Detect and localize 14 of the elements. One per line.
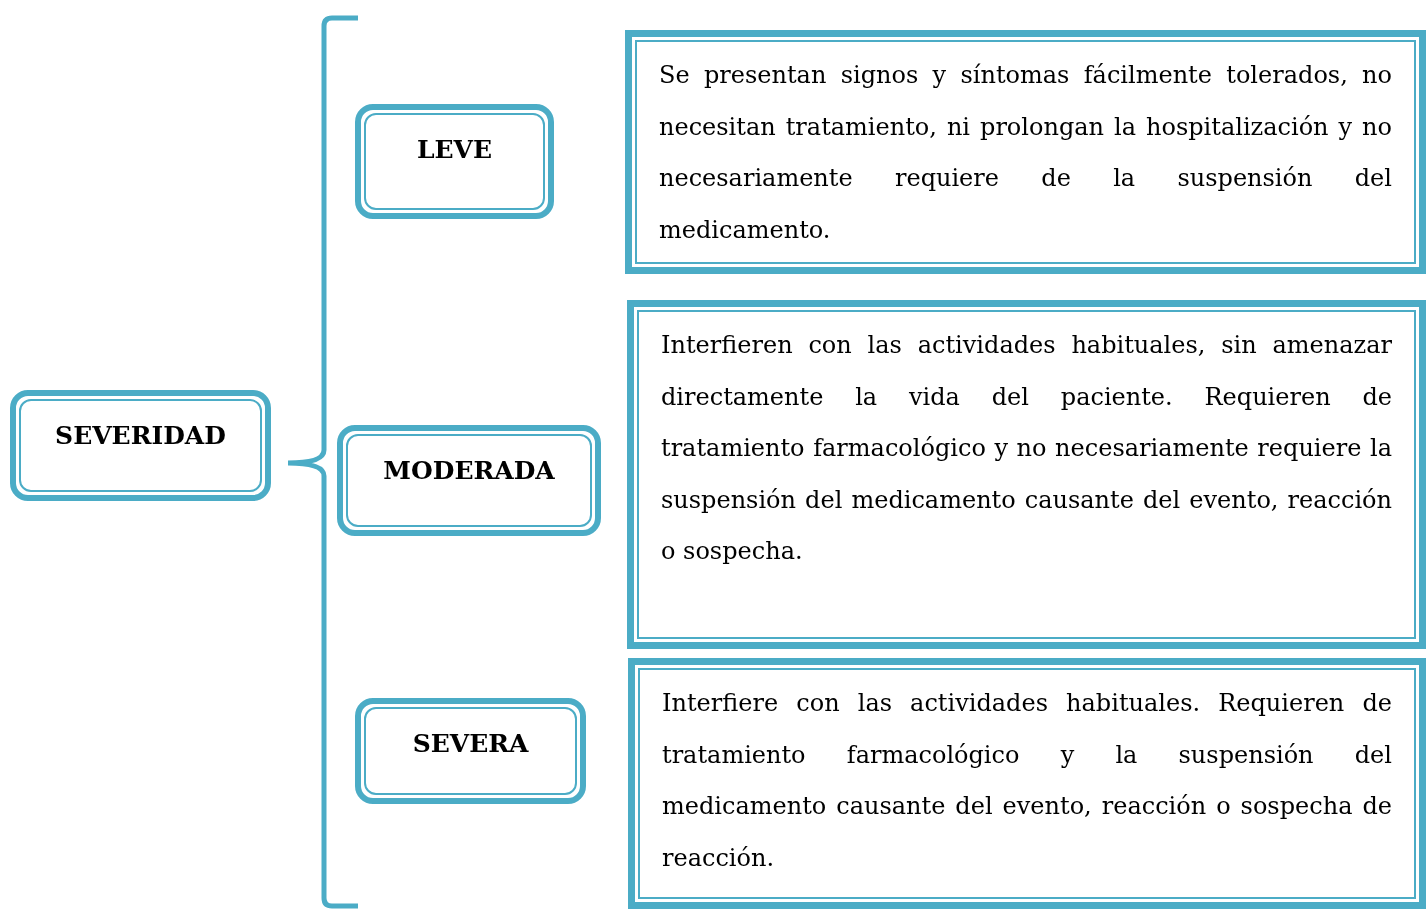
category-box [10, 390, 271, 501]
description-text: Interfiere con las actividades habituales. Requieren de tratamiento farmacológico y la suspensión del medicamento causante del evento, reacción o sospecha de reacción. [662, 688, 1392, 874]
category-box [337, 425, 601, 536]
category-title: LEVE [416, 134, 493, 166]
category-box [355, 104, 554, 219]
description-text: Interfieren con las actividades habituales, sin amenazar directamente la vida del paciente. Requieren de tratamiento farmacológico y no necesariamente requiere la suspensión del medicamento causante del evento, reacción o sospecha. [661, 330, 1392, 567]
description-box [628, 658, 1426, 909]
description-box [625, 30, 1426, 274]
category-box [355, 698, 586, 804]
description-box [627, 300, 1426, 649]
description-text: Se presentan signos y síntomas fácilmente tolerados, no necesitan tratamiento, ni prolongan la hospitalización y no necesariamente requiere de la suspensión del medicamento. [659, 60, 1392, 246]
category-title: MODERADA [383, 455, 555, 487]
category-title: SEVERIDAD [55, 420, 226, 452]
category-title: SEVERA [412, 728, 529, 760]
